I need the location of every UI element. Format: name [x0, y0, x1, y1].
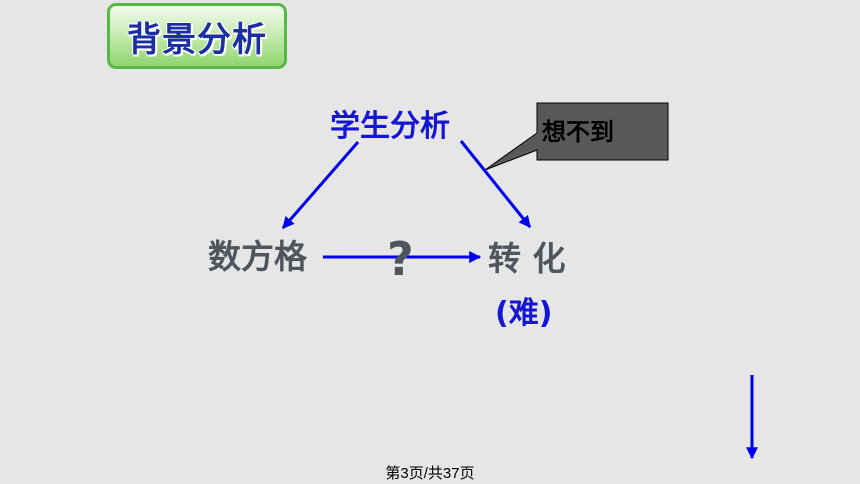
- question-mark: ?: [387, 232, 414, 286]
- node-difficulty: (难): [495, 296, 553, 331]
- callout-text: 想不到: [542, 118, 614, 146]
- callout-bubble: [484, 102, 669, 171]
- node-number-grid: 数方格: [208, 237, 307, 276]
- title-badge: 背景分析: [107, 3, 287, 69]
- node-student-analysis: 学生分析: [330, 109, 450, 144]
- arrow-student-to-transform: [459, 140, 532, 228]
- arrow-student-to-grid: [281, 141, 360, 229]
- page-title: 背景分析: [127, 19, 267, 60]
- node-transformation: 转 化: [488, 239, 566, 278]
- page-number: 第3页/共37页: [385, 465, 475, 482]
